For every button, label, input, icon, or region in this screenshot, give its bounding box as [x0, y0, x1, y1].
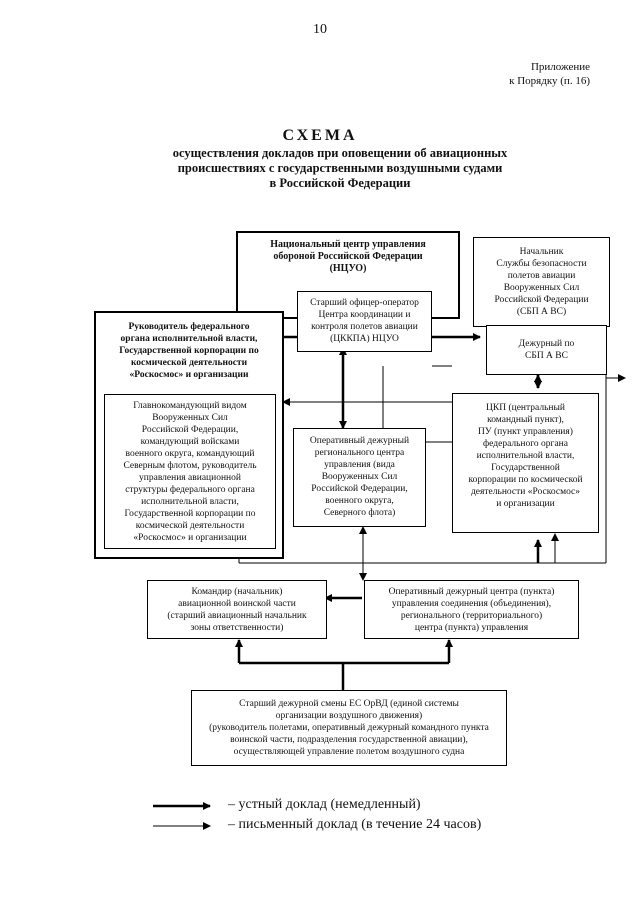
ops-duty-box: Оперативный дежурный центра (пункта) упр…	[364, 580, 579, 639]
regional-duty-box: Оперативный дежурный регионального центр…	[293, 428, 426, 527]
page-number: 10	[313, 22, 327, 37]
sbp-chief-box: Начальник Службы безопасности полетов ав…	[473, 237, 610, 327]
tskp-label: ЦКП (центральный командный пункт), ПУ (п…	[468, 403, 583, 509]
commander-in-chief-label: Главнокомандующий видом Вооруженных Сил …	[123, 401, 257, 543]
diagram-title: СХЕМА	[282, 127, 358, 144]
tskkpa-box: Старший офицер-оператор Центра координац…	[297, 291, 432, 352]
sbp-duty-label: Дежурный по СБП А ВС	[518, 339, 575, 361]
es-orvd-box: Старший дежурной смены ЕС ОрВД (единой с…	[191, 690, 507, 766]
diagram-subtitle: осуществления докладов при оповещении об…	[172, 146, 508, 190]
tskp-box: ЦКП (центральный командный пункт), ПУ (п…	[452, 393, 599, 533]
commander-in-chief-box: Главнокомандующий видом Вооруженных Сил …	[104, 394, 276, 549]
sbp-chief-label: Начальник Службы безопасности полетов ав…	[494, 247, 589, 317]
legend-oral-label: – устный доклад (немедленный)	[228, 797, 421, 812]
ops-duty-label: Оперативный дежурный центра (пункта) упр…	[388, 587, 555, 633]
unit-commander-box: Командир (начальник) авиационной воинско…	[147, 580, 327, 639]
es-orvd-label: Старший дежурной смены ЕС ОрВД (единой с…	[209, 699, 489, 757]
regional-duty-label: Оперативный дежурный регионального центр…	[309, 436, 410, 518]
tskkpa-label: Старший офицер-оператор Центра координац…	[310, 298, 419, 344]
legend-written-label: – письменный доклад (в течение 24 часов)	[228, 817, 482, 832]
appendix-note: Приложение к Порядку (п. 16)	[509, 61, 590, 87]
fed-head-label: Руководитель федерального органа исполни…	[119, 322, 259, 380]
sbp-duty-box: Дежурный по СБП А ВС	[486, 325, 607, 375]
unit-commander-label: Командир (начальник) авиационной воинско…	[167, 587, 307, 633]
ntsuo-label: Национальный центр управления обороной Р…	[270, 239, 426, 274]
